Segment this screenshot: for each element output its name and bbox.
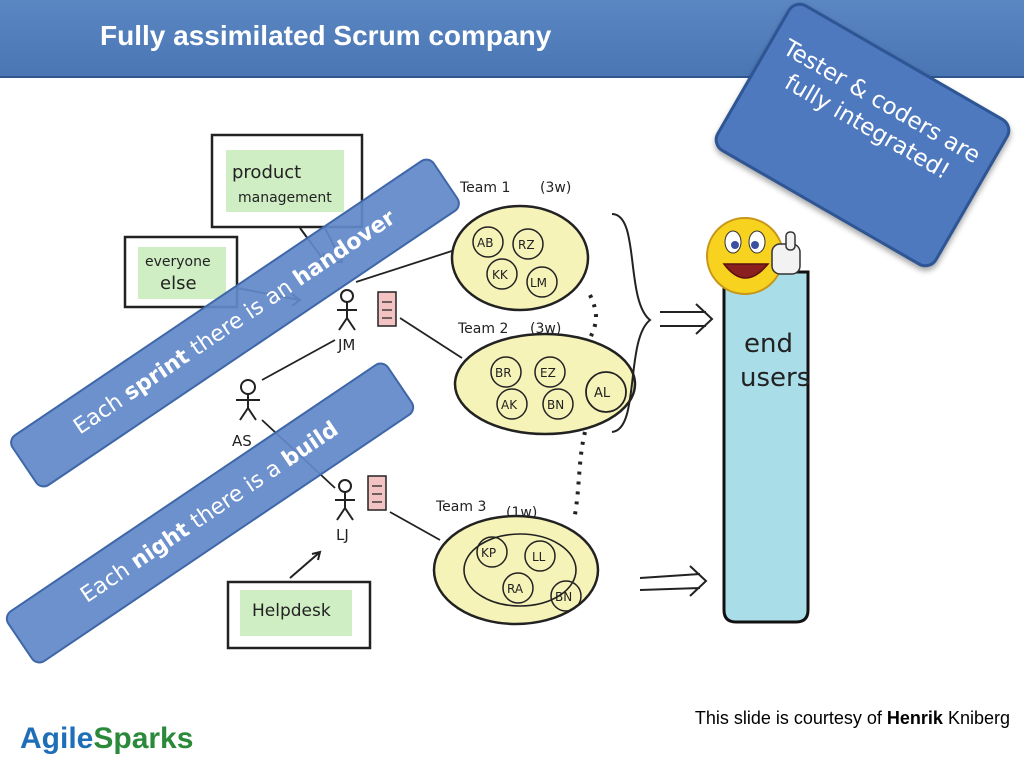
credit-text: This slide is courtesy of — [694, 708, 887, 728]
member-kk: KK — [492, 268, 509, 282]
member-bn: BN — [547, 398, 564, 412]
person-jm-label: JM — [337, 336, 355, 354]
team-3-label: Team 3 — [435, 499, 486, 515]
member-bn-2: BN — [555, 590, 572, 604]
team-2-label: Team 2 — [457, 321, 508, 337]
person-as-icon — [236, 379, 260, 421]
night-text-bold: night — [126, 517, 195, 575]
team-dotted-links — [572, 294, 598, 521]
member-kp: KP — [481, 546, 496, 560]
logo-part-agile: Agile — [20, 722, 94, 755]
night-text-pre: Each — [76, 553, 141, 609]
product-management-line1: product — [232, 162, 301, 183]
smiley-thumbs-up-icon — [706, 217, 801, 295]
member-al: AL — [594, 386, 611, 401]
everyone-else-line1: everyone — [145, 254, 211, 270]
member-lm: LM — [530, 276, 547, 290]
document-icon — [377, 291, 397, 327]
slide-title: Fully assimilated Scrum company — [100, 20, 552, 51]
member-ra: RA — [507, 582, 524, 596]
logo-part-sparks: Sparks — [93, 722, 194, 755]
person-jm-icon — [337, 289, 357, 331]
team-1-duration: (3w) — [540, 180, 571, 196]
end-users-tube: end users — [722, 270, 810, 624]
member-br: BR — [495, 366, 512, 380]
helpdesk-box: Helpdesk — [226, 580, 372, 650]
product-management-line2: management — [238, 190, 332, 206]
helpdesk-label: Helpdesk — [252, 601, 331, 621]
member-ll: LL — [532, 550, 546, 564]
member-ak: AK — [501, 398, 518, 412]
credit-author-last: Kniberg — [942, 708, 1010, 728]
credit-line: This slide is courtesy of Henrik Kniberg — [695, 708, 1010, 729]
member-ez: EZ — [540, 366, 556, 380]
document-icon — [367, 475, 387, 511]
product-management-box: product management — [210, 133, 364, 229]
build-text-bold: build — [277, 416, 344, 473]
credit-author-first: Henrik — [886, 708, 943, 728]
member-ab: AB — [477, 236, 493, 250]
everyone-else-box: everyone else — [123, 235, 239, 309]
agilesparks-logo: AgileSparks — [0, 712, 214, 768]
team-3: Team 3 (1w) KP LL RA BN — [432, 499, 600, 626]
team-1-label: Team 1 — [459, 180, 510, 196]
brace-and-arrows — [611, 213, 714, 597]
team-2: Team 2 (3w) BR EZ AL AK BN — [453, 321, 637, 436]
end-users-line1: end — [744, 329, 793, 359]
member-rz: RZ — [518, 238, 535, 252]
team-1: Team 1 (3w) AB RZ KK LM — [450, 180, 590, 312]
person-lj-icon — [335, 479, 355, 521]
person-as-label: AS — [232, 432, 252, 450]
everyone-else-line2: else — [160, 273, 197, 294]
person-lj-label: LJ — [336, 526, 349, 544]
end-users-line2: users — [740, 363, 810, 393]
